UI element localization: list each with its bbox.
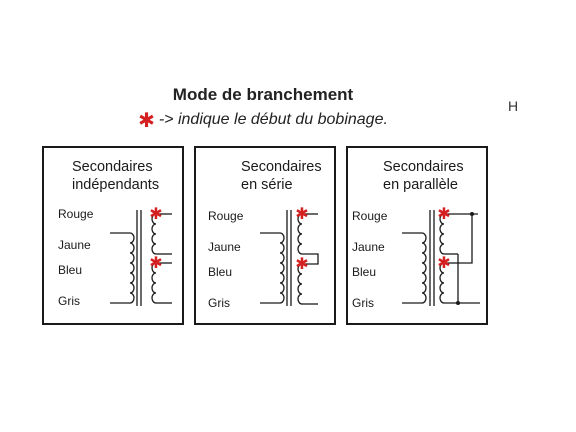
transformer-schematic: ✱ ✱ — [402, 206, 480, 306]
start-marker-icon: ✱ — [138, 110, 155, 132]
edge-mark: H — [508, 98, 519, 114]
start-marker-icon: ✱ — [149, 255, 162, 272]
start-marker-icon: ✱ — [437, 206, 450, 223]
legend-text: ✱-> indique le début du bobinage. — [0, 108, 526, 133]
wire-label-rouge: Rouge — [58, 207, 94, 221]
panel-parallel: Secondaires en parallèle Rouge Jaune Ble… — [346, 146, 488, 325]
wire-label-jaune: Jaune — [58, 238, 91, 252]
start-marker-icon: ✱ — [437, 255, 450, 272]
start-marker-icon: ✱ — [295, 206, 308, 223]
panel-title: Secondaires indépendants — [72, 159, 160, 193]
panel-title: Secondaires en parallèle — [383, 159, 464, 193]
panel-series: Secondaires en série Rouge Jaune Bleu Gr… — [194, 146, 336, 325]
wire-label-jaune: Jaune — [352, 240, 385, 254]
wire-label-gris: Gris — [58, 294, 80, 308]
wire-label-gris: Gris — [352, 296, 374, 310]
wire-label-bleu: Bleu — [352, 265, 377, 279]
junction-dot — [470, 212, 474, 216]
start-marker-icon: ✱ — [295, 256, 308, 273]
junction-dot — [456, 301, 460, 305]
page-title: Mode de branchement — [172, 85, 354, 104]
wire-label-bleu: Bleu — [208, 265, 233, 279]
wire-label-rouge: Rouge — [208, 209, 244, 223]
wire-label-rouge: Rouge — [352, 209, 388, 223]
panel-title: Secondaires en série — [241, 159, 322, 193]
panel-independent: Secondaires indépendants Rouge Jaune Ble… — [42, 146, 184, 325]
legend-description: -> indique le début du bobinage. — [158, 111, 388, 128]
wire-label-bleu: Bleu — [58, 263, 83, 277]
start-marker-icon: ✱ — [149, 206, 162, 223]
transformer-schematic: ✱ ✱ — [110, 206, 172, 306]
transformer-schematic: ✱ ✱ — [260, 206, 319, 306]
wire-label-jaune: Jaune — [208, 240, 241, 254]
wire-label-gris: Gris — [208, 296, 230, 310]
